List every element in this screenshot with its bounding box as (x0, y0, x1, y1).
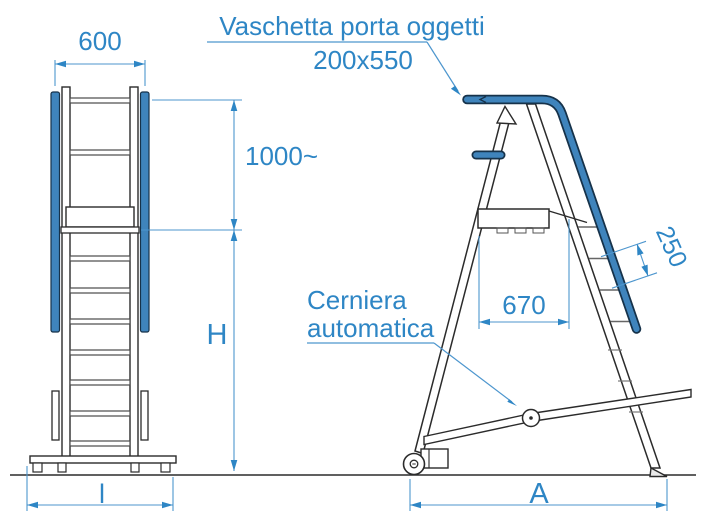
tray-label-line1: Vaschetta porta oggetti (219, 11, 484, 41)
front-feet (32, 462, 171, 473)
side-brace-left (423, 412, 532, 446)
side-rear-leg (414, 117, 511, 455)
front-view (29, 86, 177, 473)
tray-leader-arrow (450, 85, 461, 96)
dim-670-label: 670 (502, 290, 545, 320)
side-platform (477, 208, 550, 229)
side-brace-right (530, 388, 692, 423)
front-left-bracket (51, 390, 60, 441)
front-left-rail (50, 91, 61, 333)
front-base-bar (29, 455, 177, 464)
dimension-670: 670 (478, 219, 570, 329)
dim-250-label: 250 (650, 222, 693, 272)
dim-l-label: l (99, 479, 105, 509)
hinge-label-line1: Cerniera (307, 285, 407, 315)
side-stringer-joints (608, 349, 643, 413)
tray-notch-mark (478, 95, 487, 104)
front-right-rail (139, 91, 150, 333)
dimension-l: l (26, 466, 174, 511)
side-platform-hooks (496, 227, 545, 234)
side-view (402, 94, 692, 478)
tray-label-line2: 200x550 (313, 45, 413, 75)
annotation-hinge: Cerniera automatica (307, 285, 517, 406)
front-rungs (69, 97, 131, 447)
front-right-stile (129, 86, 139, 458)
front-left-stile (61, 86, 71, 458)
annotation-tray: Vaschetta porta oggetti 200x550 (207, 11, 485, 96)
dim-H-label: H (207, 319, 228, 351)
dimension-1000-and-H: 1000~ H (141, 99, 318, 471)
side-platform-edge (548, 210, 588, 224)
side-apex-hinge-cap (495, 105, 518, 125)
dim-A-label: A (529, 478, 549, 510)
side-rear-foot (649, 466, 668, 478)
front-platform (65, 206, 135, 228)
dimension-600: 600 (54, 26, 146, 86)
front-right-bracket (140, 390, 149, 441)
hinge-label-line2: automatica (307, 313, 435, 343)
dimension-A: A (409, 478, 668, 511)
side-steps (578, 226, 631, 323)
side-rail-tray (464, 96, 640, 332)
hinge-pin (529, 416, 533, 420)
hinge-leader-arrow (507, 396, 517, 406)
front-platform-lip (60, 226, 140, 234)
dim-600-label: 600 (78, 26, 121, 56)
dim-1000-label: 1000~ (245, 141, 318, 171)
